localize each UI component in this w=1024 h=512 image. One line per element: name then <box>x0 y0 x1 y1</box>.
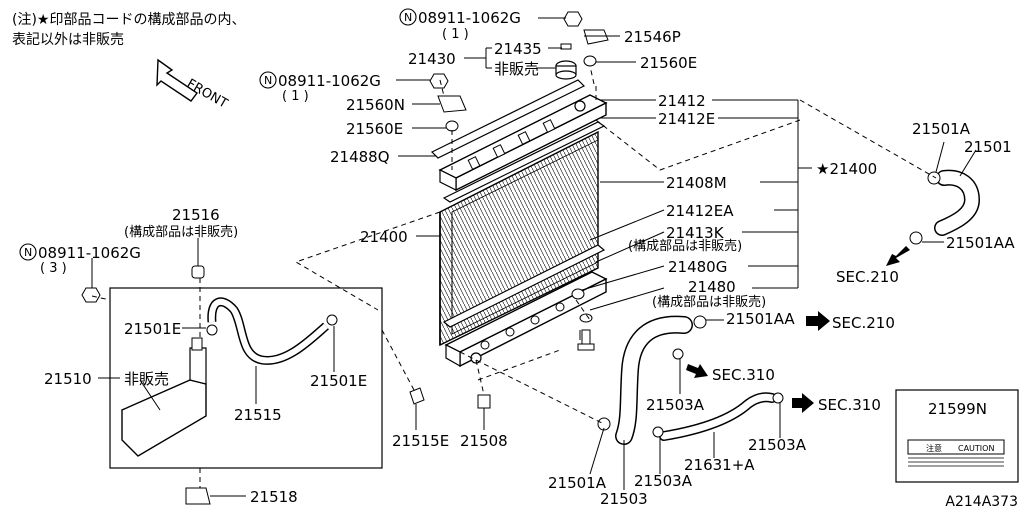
note-text: (注)★印部品コードの構成部品の内、 表記以外は非販売 <box>12 10 245 50</box>
oil-cooler-hose <box>652 392 784 441</box>
label-hihanbai-cap: 非販売 <box>494 60 539 78</box>
sec310-a-arrow <box>686 364 708 378</box>
label-21480G: 21480G <box>668 258 727 276</box>
label-21510: 21510 <box>44 370 92 388</box>
front-label: FRONT <box>184 76 230 111</box>
label-21430: 21430 <box>408 50 456 68</box>
label-21631A: 21631+A <box>684 456 755 474</box>
svg-text:N: N <box>404 11 412 24</box>
label-sec310-a: SEC.310 <box>712 366 775 384</box>
label-kosei-21480: (構成部品は非販売) <box>652 294 766 310</box>
upper-hose <box>909 169 981 245</box>
sec310-b-arrow <box>792 393 814 413</box>
label-sec310-b: SEC.310 <box>818 396 881 414</box>
label-21560N: 21560N <box>346 96 405 114</box>
label-21501E-right: 21501E <box>310 372 367 390</box>
lower-tank <box>442 244 608 368</box>
label-08911-mid: 08911-1062G <box>278 72 381 90</box>
circled-n-letters: N N N <box>24 11 412 259</box>
label-21503: 21503 <box>600 490 648 508</box>
label-21546P: 21546P <box>624 28 681 46</box>
label-21501AA-right: 21501AA <box>946 234 1015 252</box>
bracket-21560N <box>437 95 467 113</box>
label-21503A-a: 21503A <box>646 396 705 414</box>
sec210-mid-arrow <box>806 311 830 331</box>
grommet-21560E-mid <box>445 120 459 132</box>
chui-text: 注意 <box>926 443 942 453</box>
label-21508: 21508 <box>460 432 508 450</box>
bracket-21546P <box>583 29 609 45</box>
drain-21480G <box>571 288 585 300</box>
label-21435: 21435 <box>494 40 542 58</box>
label-hihanbai-tank: 非販売 <box>124 370 169 388</box>
label-21501E-left: 21501E <box>124 320 181 338</box>
label-21503A-b: 21503A <box>748 436 807 454</box>
label-21412: 21412 <box>658 92 706 110</box>
cap-seal <box>560 43 572 50</box>
label-21516: 21516 <box>172 206 220 224</box>
label-21400: 21400 <box>360 228 408 246</box>
sec-arrows <box>686 246 910 413</box>
sec210-right-arrow <box>886 246 910 266</box>
svg-text:N: N <box>264 74 272 87</box>
label-08911-mid-qty: ( 1 ) <box>282 89 309 104</box>
label-21515E: 21515E <box>392 432 449 450</box>
label-21501A-top: 21501A <box>912 120 971 138</box>
label-08911-left: 08911-1062G <box>38 244 141 262</box>
label-kosei-21516: (構成部品は非販売) <box>124 224 238 240</box>
label-21518: 21518 <box>250 488 298 506</box>
label-21515: 21515 <box>234 406 282 424</box>
svg-text:N: N <box>24 246 32 259</box>
label-21488Q: 21488Q <box>330 148 390 166</box>
note-line-1: (注)★印部品コードの構成部品の内、 <box>12 12 246 28</box>
label-08911-top: 08911-1062G <box>418 9 521 27</box>
bracket-21518 <box>185 487 211 505</box>
label-21560E-mid: 21560E <box>346 120 403 138</box>
nut-top <box>563 11 583 27</box>
lower-hose <box>597 315 707 445</box>
caution-label-box <box>895 389 1019 483</box>
reservoir-hose <box>206 297 338 365</box>
reservoir-tank <box>121 337 207 457</box>
label-08911-left-qty: ( 3 ) <box>40 261 67 276</box>
label-21501AA-mid: 21501AA <box>726 310 795 328</box>
label-21412EA: 21412EA <box>666 202 734 220</box>
label-21503A-c: 21503A <box>634 472 693 490</box>
label-sec210-right: SEC.210 <box>836 268 899 286</box>
caution-text: CAUTION <box>958 444 994 453</box>
label-sec210-mid: SEC.210 <box>832 314 895 332</box>
mount-21508 <box>477 394 491 409</box>
reservoir-cap-21516 <box>191 265 205 279</box>
front-arrow: FRONT <box>156 58 230 112</box>
label-21560E-top: 21560E <box>640 54 697 72</box>
label-21412E: 21412E <box>658 110 715 128</box>
nut-mid <box>429 73 449 89</box>
label-08911-top-qty: ( 1 ) <box>442 27 469 42</box>
clip-21515E <box>409 387 425 405</box>
leader-lines <box>91 17 977 497</box>
grommet-21560E-top <box>583 55 597 67</box>
label-21408M: 21408M <box>666 174 727 192</box>
caution-label: 注意 CAUTION <box>907 439 1005 467</box>
label-21599N: 21599N <box>928 400 987 418</box>
nut-left <box>81 287 101 303</box>
drain-plug <box>577 313 595 351</box>
label-star-21400: ★21400 <box>816 160 877 178</box>
radiator-cap <box>555 60 577 80</box>
note-line-2: 表記以外は非販売 <box>12 32 124 48</box>
label-21413K: 21413K <box>666 224 725 242</box>
label-21501: 21501 <box>964 138 1012 156</box>
label-21480: 21480 <box>688 278 736 296</box>
drawing-code: A214A373 <box>945 494 1018 510</box>
circled-n-symbols <box>19 8 417 261</box>
radiator-core <box>439 130 599 347</box>
upper-tank <box>438 94 608 203</box>
label-21501A-bottom: 21501A <box>548 474 607 492</box>
label-kosei-21413K: (構成部品は非販売) <box>628 238 742 254</box>
